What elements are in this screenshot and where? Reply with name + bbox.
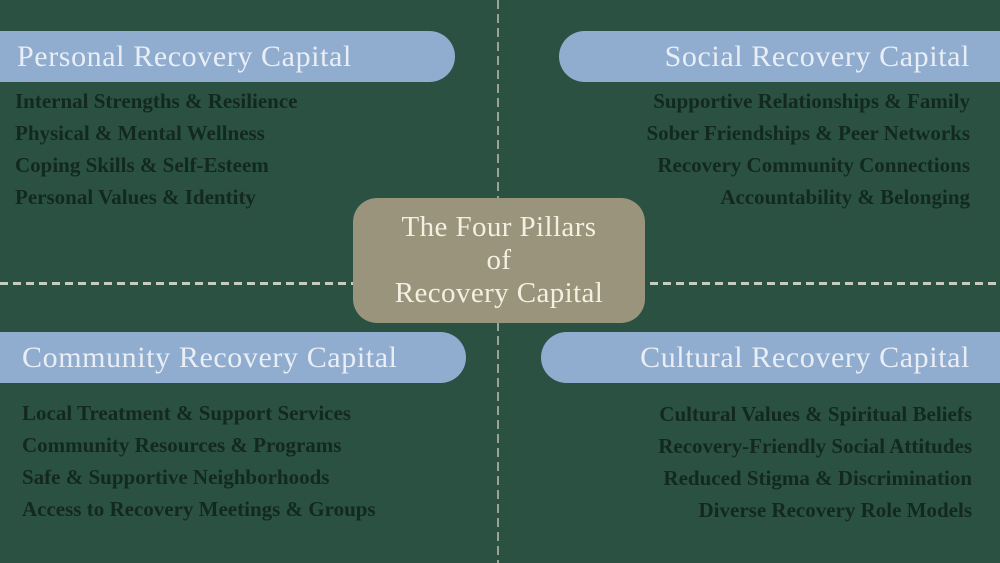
list-item: Cultural Values & Spiritual Beliefs — [659, 402, 972, 426]
header-pill-social: Social Recovery Capital — [559, 31, 1000, 82]
list-item: Diverse Recovery Role Models — [698, 498, 972, 522]
list-item: Local Treatment & Support Services — [22, 401, 351, 425]
list-item: Recovery-Friendly Social Attitudes — [658, 434, 972, 458]
quadrant-title-community: Community Recovery Capital — [22, 340, 398, 374]
list-item: Physical & Mental Wellness — [15, 121, 265, 145]
list-community: Local Treatment & Support Services Commu… — [22, 397, 376, 525]
list-item: Safe & Supportive Neighborhoods — [22, 465, 330, 489]
center-title-line: Recovery Capital — [394, 277, 604, 309]
header-pill-cultural: Cultural Recovery Capital — [541, 332, 1000, 383]
quadrant-title-social: Social Recovery Capital — [664, 39, 970, 73]
list-item: Reduced Stigma & Discrimination — [663, 466, 972, 490]
center-title-line: The Four Pillars — [401, 211, 597, 243]
center-title-box: The Four Pillars of Recovery Capital — [353, 198, 645, 323]
quadrant-title-personal: Personal Recovery Capital — [17, 39, 352, 73]
list-item: Community Resources & Programs — [22, 433, 342, 457]
quadrant-title-cultural: Cultural Recovery Capital — [640, 340, 970, 374]
header-pill-personal: Personal Recovery Capital — [0, 31, 455, 82]
list-item: Coping Skills & Self-Esteem — [15, 153, 269, 177]
list-item: Accountability & Belonging — [720, 185, 970, 209]
list-item: Access to Recovery Meetings & Groups — [22, 497, 376, 521]
list-item: Recovery Community Connections — [657, 153, 970, 177]
list-item: Internal Strengths & Resilience — [15, 89, 298, 113]
list-item: Supportive Relationships & Family — [653, 89, 970, 113]
header-pill-community: Community Recovery Capital — [0, 332, 466, 383]
list-item: Personal Values & Identity — [15, 185, 256, 209]
list-item: Sober Friendships & Peer Networks — [646, 121, 970, 145]
center-title-line: of — [486, 244, 512, 276]
list-social: Supportive Relationships & Family Sober … — [646, 85, 970, 213]
list-personal: Internal Strengths & Resilience Physical… — [15, 85, 298, 213]
list-cultural: Cultural Values & Spiritual Beliefs Reco… — [658, 398, 972, 526]
